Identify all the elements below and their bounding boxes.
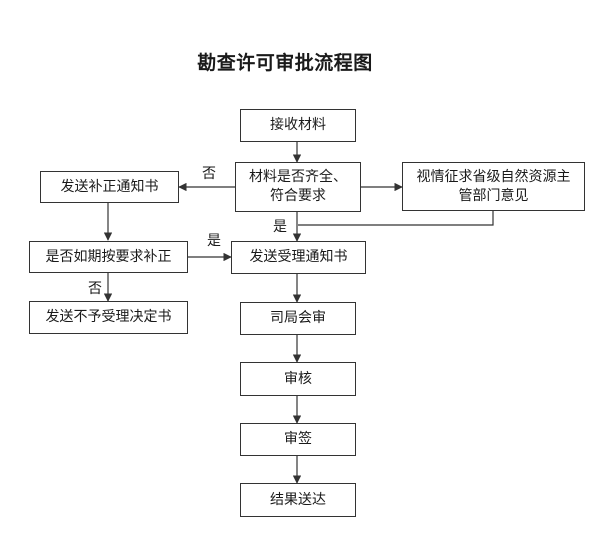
edge-label-check-no: 否	[202, 166, 216, 182]
node-supplement-check: 是否如期按要求补正	[29, 241, 188, 273]
edge-label-check-yes: 是	[273, 219, 287, 235]
edge-consult-return	[298, 211, 494, 226]
node-provincial-consultation: 视情征求省级自然资源主管部门意见	[402, 162, 585, 211]
node-supplement-notice: 发送补正通知书	[40, 171, 179, 203]
node-receive-materials: 接收材料	[240, 109, 356, 142]
edge-label-supplement-yes: 是	[207, 233, 221, 249]
diagram-title: 勘查许可审批流程图	[197, 52, 373, 74]
node-result-delivery: 结果送达	[240, 483, 356, 517]
node-sign-off: 审签	[240, 423, 356, 456]
node-acceptance-notice: 发送受理通知书	[231, 241, 366, 274]
edge-label-supplement-no: 否	[88, 281, 102, 297]
node-audit: 审核	[240, 362, 356, 396]
node-bureau-review: 司局会审	[240, 302, 356, 335]
node-rejection-decision: 发送不予受理决定书	[29, 301, 188, 334]
node-completeness-check: 材料是否齐全、符合要求	[235, 162, 361, 212]
